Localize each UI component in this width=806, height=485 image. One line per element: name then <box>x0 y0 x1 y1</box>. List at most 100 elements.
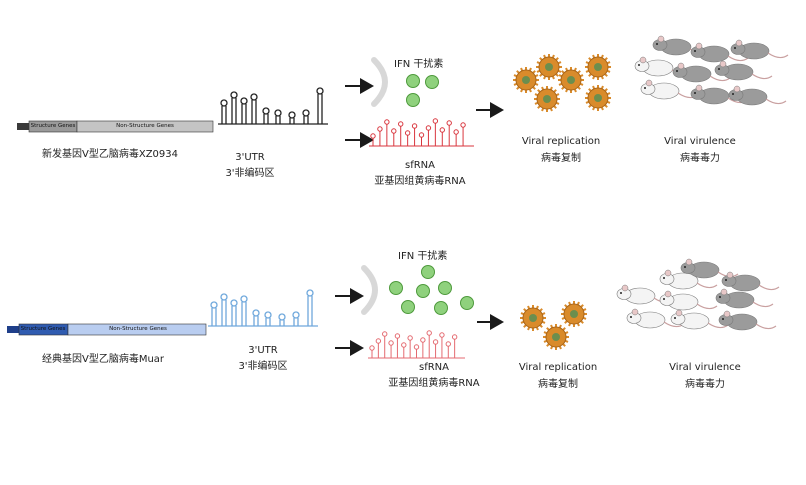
top-utr-label-cn: 3'非编码区 <box>225 168 275 179</box>
utr-loop <box>220 293 228 301</box>
bottom-receptor-arc <box>361 265 378 315</box>
genome-cap <box>17 123 30 130</box>
mouse-eye <box>638 64 640 66</box>
sfrna-loop <box>413 344 420 350</box>
mouse-tail <box>696 303 718 310</box>
genome-cap <box>7 326 20 333</box>
top-gray-mouse <box>714 60 773 81</box>
top-ifn-ball <box>425 75 439 89</box>
bottom-white-mouse <box>670 309 729 330</box>
sfrna-loop <box>404 130 411 136</box>
top-gray-mouse <box>672 62 731 83</box>
bottom-utr-label-cn: 3'非编码区 <box>238 361 288 372</box>
mouse-ear <box>621 284 629 292</box>
bottom-gray-mouse <box>718 310 777 331</box>
virion-core <box>594 63 602 71</box>
bottom-gray-mouse <box>680 258 739 279</box>
bottom-virus-name: 经典基因V型乙脑病毒Muar <box>42 354 165 365</box>
nonstructure-genes-segment <box>67 323 207 336</box>
mouse-eye <box>719 296 721 298</box>
sfrna-loop <box>370 133 376 139</box>
sfrna-loop <box>418 132 425 138</box>
virion-core <box>529 314 537 322</box>
mouse-ear <box>735 39 743 47</box>
sfrna-loop <box>439 127 445 133</box>
virion-core <box>594 94 602 102</box>
top-sfrna-label-cn: 亚基因组黄病毒RNA <box>374 176 466 187</box>
mouse-eye <box>663 277 665 279</box>
top-genome <box>17 120 214 133</box>
mouse-ear <box>645 79 653 87</box>
top-utr-structure <box>218 87 328 125</box>
top-white-mouse <box>640 79 699 100</box>
bottom-ifn-label: IFN 干扰素 <box>398 251 448 262</box>
mouse-ear <box>719 60 727 68</box>
mouse-ear <box>726 271 734 279</box>
top-gray-mouse <box>730 39 789 60</box>
top-receptor-arc <box>371 57 388 107</box>
utr-loop <box>292 311 300 319</box>
mouse-eye <box>732 93 734 95</box>
mouse-ear <box>720 288 728 296</box>
top-gray-mouse <box>690 42 749 63</box>
mouse-eye <box>676 70 678 72</box>
bottom-utr-structure <box>208 289 318 327</box>
virion-core <box>570 310 578 318</box>
utr-loop <box>262 107 270 115</box>
utr-loop <box>278 313 286 321</box>
bottom-ifn-ball <box>421 265 435 279</box>
mouse-ear <box>685 258 693 266</box>
sfrna-loop <box>445 341 451 347</box>
bottom-replication-label: Viral replication <box>518 362 598 373</box>
top-sfrna-structure <box>369 118 474 147</box>
bottom-virion <box>561 301 587 327</box>
top-virulence-label-cn: 病毒毒力 <box>680 153 720 164</box>
sfrna-loop <box>375 338 382 344</box>
virion-core <box>552 333 560 341</box>
top-ifn-label: IFN 干扰素 <box>394 59 444 70</box>
mouse-eye <box>620 292 622 294</box>
top-white-mouse <box>634 56 693 77</box>
bottom-sfrna-label: sfRNA <box>419 362 449 373</box>
utr-loop <box>240 295 248 303</box>
bottom-ifn-ball <box>460 296 474 310</box>
sfrna-loop <box>391 128 397 134</box>
mouse-tail <box>765 98 787 105</box>
mouse-tail <box>752 301 774 308</box>
mouse-tail <box>709 75 731 82</box>
utr-loop <box>230 299 238 307</box>
bottom-ifn-ball <box>389 281 403 295</box>
bottom-sfrna-label-cn: 亚基因组黄病毒RNA <box>388 378 480 389</box>
sfrna-loop <box>439 332 445 338</box>
mouse-ear <box>677 62 685 70</box>
bottom-virion <box>543 324 569 350</box>
sfrna-loop <box>446 120 452 126</box>
mouse-eye <box>630 316 632 318</box>
mouse-ear <box>675 309 683 317</box>
bottom-ifn-ball <box>434 301 448 315</box>
utr-loop <box>306 289 314 297</box>
sfrna-loop <box>432 339 439 345</box>
mouse-ear <box>723 310 731 318</box>
top-nonstructure-genes-label: Non-Structure Genes <box>116 123 174 129</box>
top-virion <box>585 85 611 111</box>
bottom-nonstructure-genes-label: Non-Structure Genes <box>109 326 167 332</box>
bottom-virulence-label-cn: 病毒毒力 <box>685 379 725 390</box>
utr-loop <box>230 91 238 99</box>
top-structure-genes-label: Structure Genes <box>30 123 76 129</box>
bottom-replication-label-cn: 病毒复制 <box>538 379 578 390</box>
sfrna-loop <box>451 334 458 340</box>
bottom-white-mouse <box>659 269 718 290</box>
bottom-virulence-label: Viral virulence <box>669 362 741 373</box>
sfrna-loop <box>425 125 432 131</box>
sfrna-loop <box>388 340 394 346</box>
utr-loop <box>264 311 272 319</box>
utr-loop <box>240 97 248 105</box>
utr-loop <box>252 309 260 317</box>
mouse-ear <box>733 85 741 93</box>
sfrna-loop <box>394 333 401 339</box>
bottom-virion <box>520 305 546 331</box>
bottom-ifn-ball <box>416 284 430 298</box>
mouse-eye <box>725 279 727 281</box>
mouse-ear <box>639 56 647 64</box>
